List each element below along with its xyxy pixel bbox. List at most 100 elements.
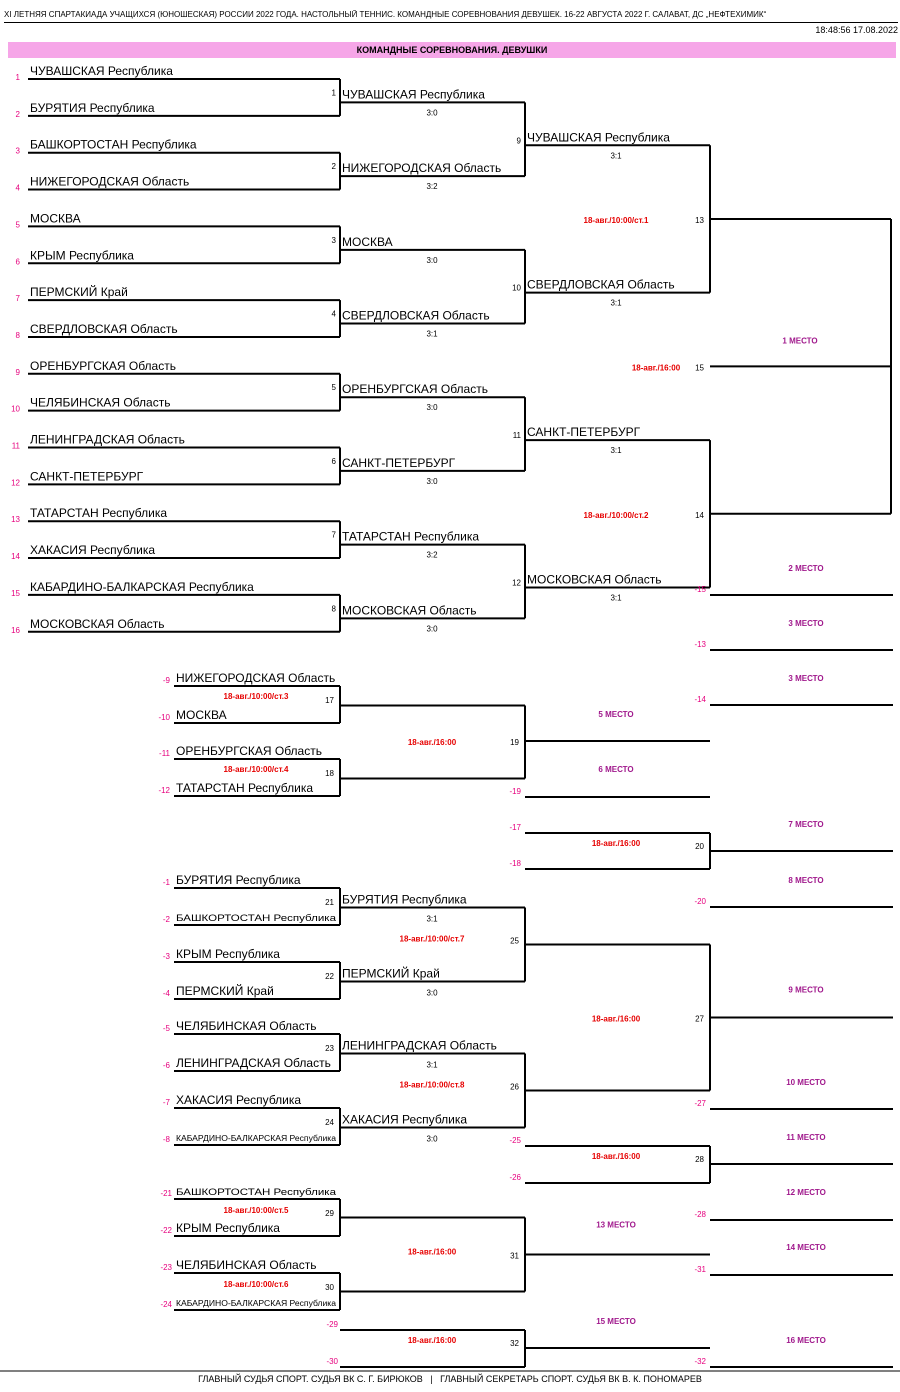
match-number: 10 xyxy=(512,284,521,293)
match-number: 14 xyxy=(695,511,704,520)
seed-number: 12 xyxy=(11,478,20,487)
loser-ref: -5 xyxy=(163,1024,171,1033)
seed-team: ТАТАРСТАН Республика xyxy=(30,506,167,520)
place-label: 13 МЕСТО xyxy=(596,1221,636,1230)
place-label: 16 МЕСТО xyxy=(786,1336,826,1345)
place-label: 3 МЕСТО xyxy=(788,674,823,683)
match-score: 3:0 xyxy=(426,989,438,998)
match-number: 30 xyxy=(325,1283,334,1292)
consolation-winner: БУРЯТИЯ Республика xyxy=(342,893,467,907)
consolation-team: БУРЯТИЯ Республика xyxy=(176,873,301,887)
match-number: 17 xyxy=(325,696,334,705)
consolation-team: ПЕРМСКИЙ Край xyxy=(176,983,274,998)
title-divider xyxy=(4,22,898,23)
match-score: 3:1 xyxy=(610,593,622,602)
loser-ref: -6 xyxy=(163,1061,171,1070)
round2-winner: СВЕРДЛОВСКАЯ Область xyxy=(527,278,675,292)
loser-ref: -25 xyxy=(509,1136,521,1145)
match-number: 13 xyxy=(695,216,704,225)
loser-ref: -7 xyxy=(163,1098,171,1107)
judges-footer: ГЛАВНЫЙ СУДЬЯ СПОРТ. СУДЬЯ ВК С. Г. БИРЮ… xyxy=(198,1374,702,1384)
match-schedule: 18-авг./16:00 xyxy=(592,839,641,848)
loser-ref: -31 xyxy=(694,1265,706,1274)
consolation-team: КАБАРДИНО-БАЛКАРСКАЯ Республика xyxy=(176,1299,337,1308)
match-number: 24 xyxy=(325,1118,334,1127)
consolation-team: КРЫМ Республика xyxy=(176,1221,280,1235)
match-score: 3:2 xyxy=(426,182,438,191)
consolation-team: ХАКАСИЯ Республика xyxy=(176,1093,301,1107)
consolation-team: БАШКОРТОСТАН Республика xyxy=(176,913,336,923)
consolation-team: БАШКОРТОСТАН Республика xyxy=(176,1187,336,1197)
round2-winner: МОСКОВСКАЯ Область xyxy=(527,572,662,586)
loser-ref: -24 xyxy=(160,1300,172,1309)
loser-ref: -9 xyxy=(163,676,171,685)
seed-team: ПЕРМСКИЙ Край xyxy=(30,284,128,299)
match-score: 3:0 xyxy=(426,403,438,412)
match-schedule: 18-авг./16:00 xyxy=(408,738,457,747)
match-number: 20 xyxy=(695,842,704,851)
round1-winner: САНКТ-ПЕТЕРБУРГ xyxy=(342,456,456,470)
match-number: 12 xyxy=(512,578,521,587)
match-schedule: 18-авг./10:00/ст.1 xyxy=(584,216,649,225)
consolation-winner: ЛЕНИНГРАДСКАЯ Область xyxy=(342,1039,497,1053)
round2-winner: ЧУВАШСКАЯ Республика xyxy=(527,130,670,144)
loser-ref: -2 xyxy=(163,915,171,924)
seed-number: 14 xyxy=(11,552,20,561)
match-number: 28 xyxy=(695,1155,704,1164)
round1-winner: СВЕРДЛОВСКАЯ Область xyxy=(342,309,490,323)
seed-team: КАБАРДИНО-БАЛКАРСКАЯ Республика xyxy=(30,580,254,594)
loser-ref: -30 xyxy=(326,1357,338,1366)
match-number: 29 xyxy=(325,1209,334,1218)
seed-team: НИЖЕГОРОДСКАЯ Область xyxy=(30,175,189,189)
loser-ref: -26 xyxy=(509,1173,521,1182)
match-score: 3:0 xyxy=(426,256,438,265)
loser-ref: -1 xyxy=(163,878,171,887)
match-score: 3:1 xyxy=(426,1061,438,1070)
seed-number: 5 xyxy=(16,220,21,229)
seed-team: ОРЕНБУРГСКАЯ Область xyxy=(30,359,176,373)
seed-number: 4 xyxy=(16,184,21,193)
consolation-team: ЧЕЛЯБИНСКАЯ Область xyxy=(176,1019,316,1033)
seed-number: 15 xyxy=(11,589,20,598)
seed-team: БУРЯТИЯ Республика xyxy=(30,101,155,115)
seed-number: 10 xyxy=(11,405,20,414)
section-banner: КОМАНДНЫЕ СОРЕВНОВАНИЯ. ДЕВУШКИ xyxy=(8,42,896,58)
consolation-team: КРЫМ Республика xyxy=(176,947,280,961)
consolation-team: КАБАРДИНО-БАЛКАРСКАЯ Республика xyxy=(176,1134,337,1143)
match-schedule: 18-авг./10:00/ст.3 xyxy=(224,692,289,701)
loser-ref: -28 xyxy=(694,1210,706,1219)
match-number: 18 xyxy=(325,769,334,778)
match-schedule: 18-авг./16:00 xyxy=(592,1152,641,1161)
seed-team: САНКТ-ПЕТЕРБУРГ xyxy=(30,469,144,483)
match-schedule: 18-авг./16:00 xyxy=(408,1336,457,1345)
seed-number: 8 xyxy=(16,331,21,340)
loser-ref: -19 xyxy=(509,787,521,796)
match-schedule: 18-авг./10:00/ст.5 xyxy=(224,1206,289,1215)
place-label: 5 МЕСТО xyxy=(598,710,633,719)
loser-ref: -18 xyxy=(509,859,521,868)
loser-ref: -11 xyxy=(159,749,171,758)
loser-ref: -32 xyxy=(694,1357,706,1366)
match-number: 9 xyxy=(517,136,522,145)
seed-team: ЛЕНИНГРАДСКАЯ Область xyxy=(30,433,185,447)
loser-ref: -15 xyxy=(694,585,706,594)
match-schedule: 18-авг./16:00 xyxy=(408,1248,457,1257)
match-number: 23 xyxy=(325,1044,334,1053)
match-number: 31 xyxy=(510,1252,519,1261)
seed-team: СВЕРДЛОВСКАЯ Область xyxy=(30,322,178,336)
seed-team: БАШКОРТОСТАН Республика xyxy=(30,138,197,152)
loser-ref: -23 xyxy=(160,1263,172,1272)
match-schedule: 18-авг./10:00/ст.2 xyxy=(584,511,649,520)
seed-number: 3 xyxy=(16,147,21,156)
place-label: 15 МЕСТО xyxy=(596,1317,636,1326)
place-label: 11 МЕСТО xyxy=(786,1133,825,1142)
match-score: 3:0 xyxy=(426,1135,438,1144)
round1-winner: ОРЕНБУРГСКАЯ Область xyxy=(342,382,488,396)
match-score: 3:1 xyxy=(610,299,622,308)
consolation-team: НИЖЕГОРОДСКАЯ Область xyxy=(176,671,335,685)
match-number: 4 xyxy=(332,310,337,319)
seed-team: МОСКОВСКАЯ Область xyxy=(30,617,165,631)
round1-winner: ТАТАРСТАН Республика xyxy=(342,530,479,544)
loser-ref: -3 xyxy=(163,952,171,961)
